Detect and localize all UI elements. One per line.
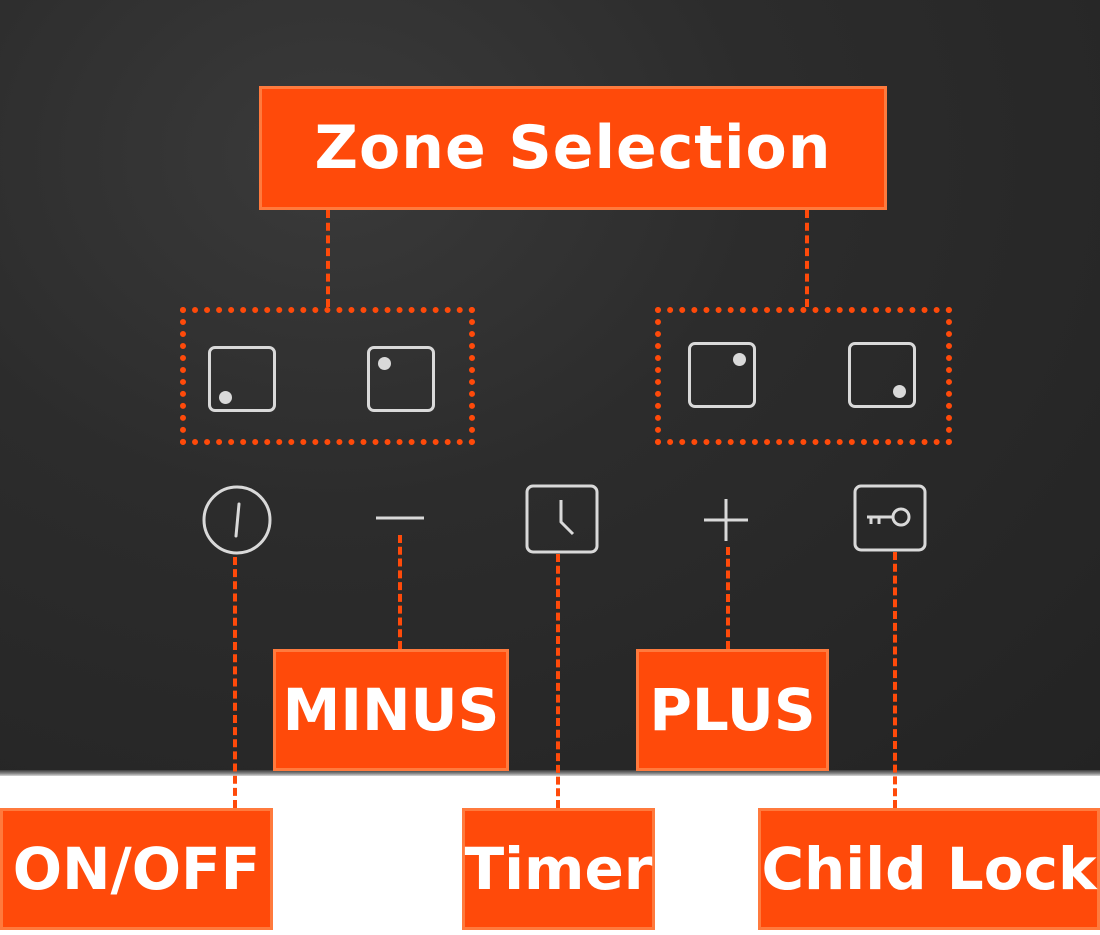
- zone-right-leader: [805, 210, 809, 307]
- key-icon[interactable]: [853, 484, 927, 552]
- zone-bottom-right-icon[interactable]: [848, 342, 916, 408]
- zone-top-right-icon[interactable]: [688, 342, 756, 408]
- onoff-leader: [233, 557, 237, 808]
- clock-icon[interactable]: [525, 484, 599, 554]
- minus-icon[interactable]: [374, 508, 426, 528]
- minus-leader: [398, 535, 402, 649]
- plus-label: PLUS: [636, 649, 829, 771]
- plus-icon[interactable]: [701, 497, 751, 543]
- timer-leader: [556, 554, 560, 808]
- glass-edge: [0, 770, 1100, 776]
- right-zone-group: [655, 307, 952, 445]
- minus-label: MINUS: [273, 649, 509, 771]
- childlock-leader: [893, 552, 897, 808]
- zone-top-left-icon[interactable]: [367, 346, 435, 412]
- power-icon[interactable]: [200, 483, 274, 557]
- on-off-label: ON/OFF: [0, 808, 273, 930]
- zone-bottom-left-icon[interactable]: [208, 346, 276, 412]
- plus-leader: [726, 547, 730, 649]
- timer-label: Timer: [462, 808, 655, 930]
- child-lock-label: Child Lock: [758, 808, 1100, 930]
- left-zone-group: [180, 307, 475, 445]
- zone-left-leader: [326, 210, 330, 307]
- zone-selection-label: Zone Selection: [259, 86, 887, 210]
